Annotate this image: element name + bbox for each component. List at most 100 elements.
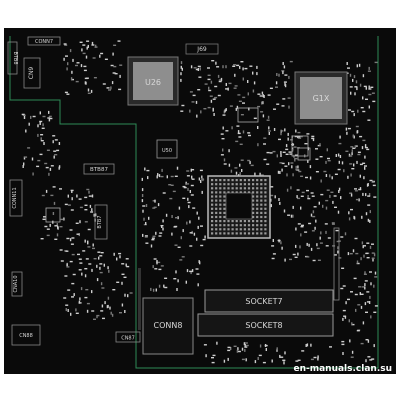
bga-pad bbox=[215, 195, 218, 198]
smd-pad bbox=[198, 177, 201, 181]
smd-pad bbox=[248, 134, 251, 137]
smd-pad bbox=[333, 195, 337, 197]
smd-pad bbox=[229, 105, 233, 107]
smd-pad bbox=[81, 48, 83, 52]
smd-pad bbox=[338, 142, 342, 145]
bga-pad bbox=[215, 215, 218, 219]
bga-pad bbox=[264, 187, 267, 190]
smd-pad bbox=[337, 210, 340, 214]
smd-pad bbox=[91, 194, 94, 198]
smd-pad bbox=[364, 155, 366, 159]
bga-pad bbox=[215, 179, 218, 182]
smd-pad bbox=[96, 264, 98, 268]
bga-pad bbox=[235, 187, 238, 190]
smd-pad bbox=[365, 86, 367, 90]
smd-pad bbox=[121, 263, 125, 265]
smd-pad bbox=[47, 117, 51, 119]
smd-pad bbox=[48, 172, 50, 176]
bga-pad bbox=[219, 220, 222, 223]
bga-pad bbox=[247, 191, 251, 194]
smd-pad bbox=[147, 176, 149, 180]
smd-pad bbox=[365, 252, 369, 255]
smd-pad bbox=[347, 67, 350, 69]
smd-pad bbox=[260, 174, 264, 176]
label-u26: U26 bbox=[145, 78, 161, 87]
smd-pad bbox=[189, 232, 193, 234]
smd-pad bbox=[80, 64, 83, 68]
smd-pad bbox=[40, 134, 44, 136]
smd-pad bbox=[198, 76, 202, 78]
smd-pad bbox=[312, 138, 315, 142]
bga-pad bbox=[264, 220, 267, 223]
smd-pad bbox=[360, 293, 364, 295]
smd-pad bbox=[124, 293, 126, 297]
smd-pad bbox=[288, 162, 290, 166]
smd-pad bbox=[276, 103, 280, 105]
smd-pad bbox=[244, 342, 248, 344]
smd-pad bbox=[64, 203, 68, 206]
smd-pad bbox=[292, 173, 294, 177]
bga-pad bbox=[252, 191, 255, 194]
smd-pad bbox=[284, 128, 286, 132]
component-traces bbox=[21, 40, 378, 365]
smd-pad bbox=[247, 132, 251, 134]
smd-pad bbox=[350, 291, 353, 293]
smd-pad bbox=[197, 225, 199, 229]
label-conn7: CONN7 bbox=[35, 39, 53, 45]
smd-pad bbox=[162, 192, 166, 194]
smd-pad bbox=[237, 350, 241, 353]
conn11-block: CONN11 bbox=[9, 179, 23, 217]
smd-pad bbox=[161, 225, 163, 228]
smd-pad bbox=[355, 80, 358, 84]
smd-pad bbox=[65, 250, 69, 252]
smd-pad bbox=[340, 236, 344, 238]
smd-pad bbox=[221, 138, 225, 140]
smd-pad bbox=[342, 317, 344, 321]
smd-pad bbox=[181, 104, 185, 107]
smd-pad bbox=[323, 170, 327, 173]
smd-pad bbox=[284, 351, 286, 355]
bga-pad bbox=[231, 191, 234, 194]
bga-pad bbox=[211, 203, 214, 206]
smd-pad bbox=[91, 41, 94, 45]
bga-pad bbox=[219, 207, 222, 210]
smd-pad bbox=[310, 358, 314, 361]
smd-pad bbox=[46, 149, 50, 151]
smd-pad bbox=[70, 77, 73, 81]
smd-pad bbox=[65, 55, 68, 57]
bga-pad bbox=[223, 199, 226, 202]
smd-pad bbox=[298, 137, 302, 139]
smd-pad bbox=[257, 126, 259, 129]
smd-pad bbox=[364, 280, 368, 282]
smd-pad bbox=[106, 305, 109, 309]
smd-pad bbox=[200, 225, 203, 227]
smd-pad bbox=[357, 151, 361, 153]
smd-pad bbox=[186, 269, 189, 273]
smd-pad bbox=[352, 147, 356, 149]
smd-pad bbox=[152, 207, 156, 209]
smd-pad bbox=[341, 161, 344, 165]
bga-pad bbox=[231, 220, 234, 223]
smd-pad bbox=[350, 193, 353, 197]
smd-pad bbox=[54, 238, 58, 240]
smd-pad bbox=[247, 159, 251, 162]
smd-pad bbox=[177, 246, 181, 248]
smd-pad bbox=[315, 171, 319, 173]
smd-pad bbox=[113, 44, 117, 46]
smd-pad bbox=[91, 268, 93, 272]
smd-pad bbox=[45, 189, 48, 193]
smd-pad bbox=[164, 277, 168, 279]
smd-pad bbox=[24, 156, 28, 158]
bga-pad bbox=[252, 183, 255, 186]
smd-pad bbox=[222, 65, 224, 69]
smd-pad bbox=[237, 347, 239, 351]
smd-pad bbox=[286, 173, 288, 177]
smd-pad bbox=[364, 165, 367, 167]
smd-pad bbox=[192, 94, 196, 97]
smd-pad bbox=[306, 133, 310, 135]
conn7-block: CONN7 bbox=[27, 36, 61, 46]
smd-pad bbox=[142, 209, 144, 213]
smd-pad bbox=[233, 345, 237, 347]
smd-pad bbox=[337, 246, 339, 250]
smd-pad bbox=[56, 223, 58, 227]
